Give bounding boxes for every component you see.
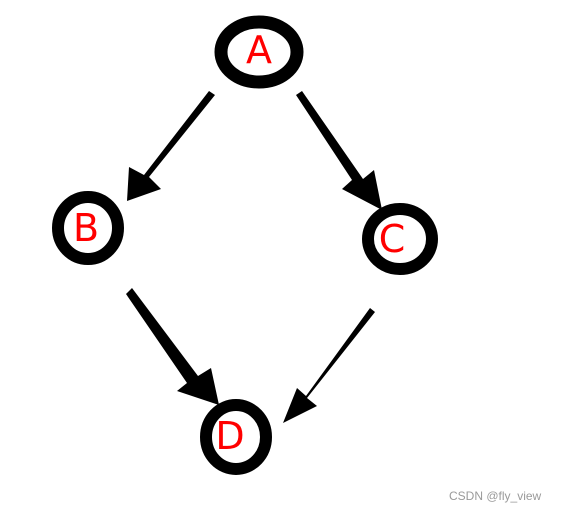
node-c-ring: [362, 203, 438, 275]
edge-a-to-b: [127, 91, 215, 201]
node-b: B: [52, 191, 124, 265]
watermark: CSDN @fly_view: [449, 489, 542, 503]
node-b-label: B: [73, 206, 99, 250]
node-a-ring: [214, 15, 304, 89]
node-a: A: [214, 15, 304, 89]
edge-b-to-d: [126, 288, 219, 405]
node-a-label: A: [246, 28, 272, 72]
edge-a-to-c: [296, 91, 382, 210]
node-d: D: [200, 399, 272, 475]
node-c-label: C: [379, 217, 406, 261]
edge-c-to-d: [283, 308, 375, 423]
node-d-label: D: [215, 414, 244, 458]
edges: [126, 91, 382, 423]
node-b-ring: [52, 191, 124, 265]
node-c: C: [362, 203, 438, 275]
node-d-ring: [200, 399, 272, 475]
